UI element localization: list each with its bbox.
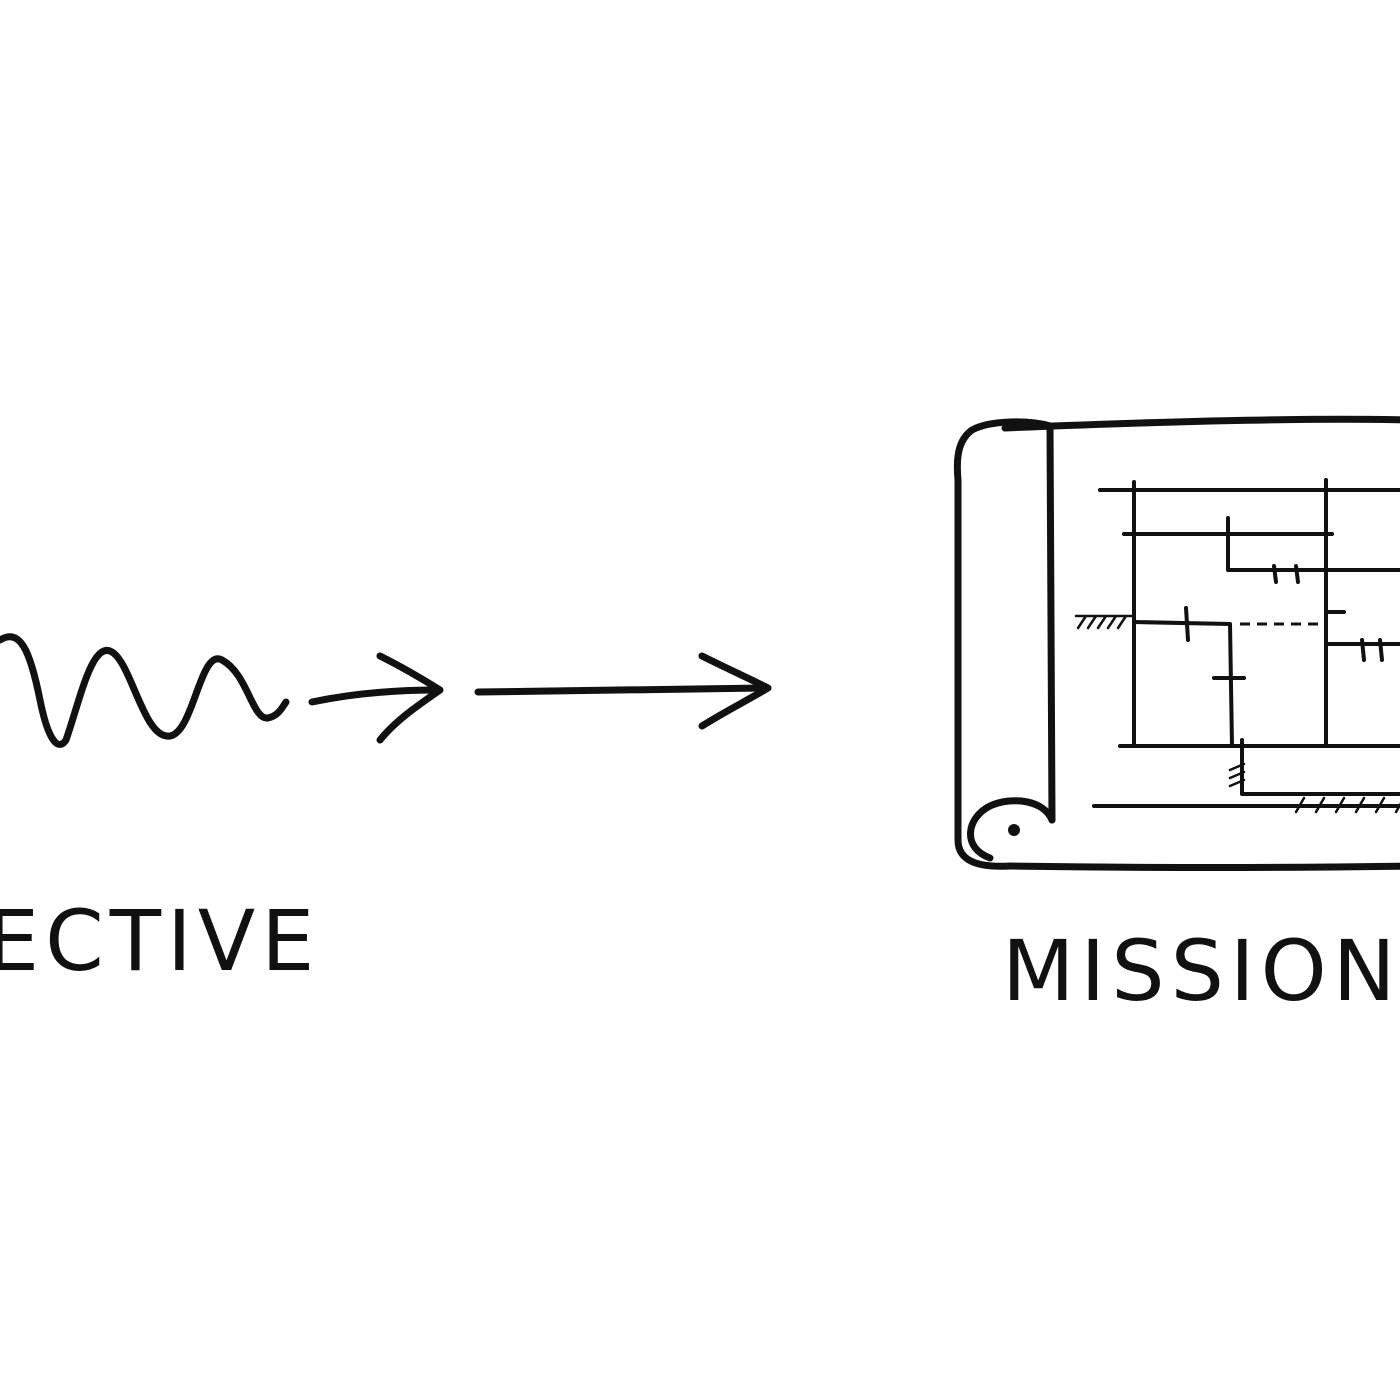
straight-arrow-icon: [474, 652, 772, 730]
scroll-core: [1008, 824, 1020, 836]
left-label: ECTIVE: [0, 892, 320, 990]
blueprint-scroll-icon: [953, 415, 1400, 871]
wavy-arrow-icon: [0, 633, 444, 748]
right-label: MISSION: [1002, 922, 1400, 1020]
